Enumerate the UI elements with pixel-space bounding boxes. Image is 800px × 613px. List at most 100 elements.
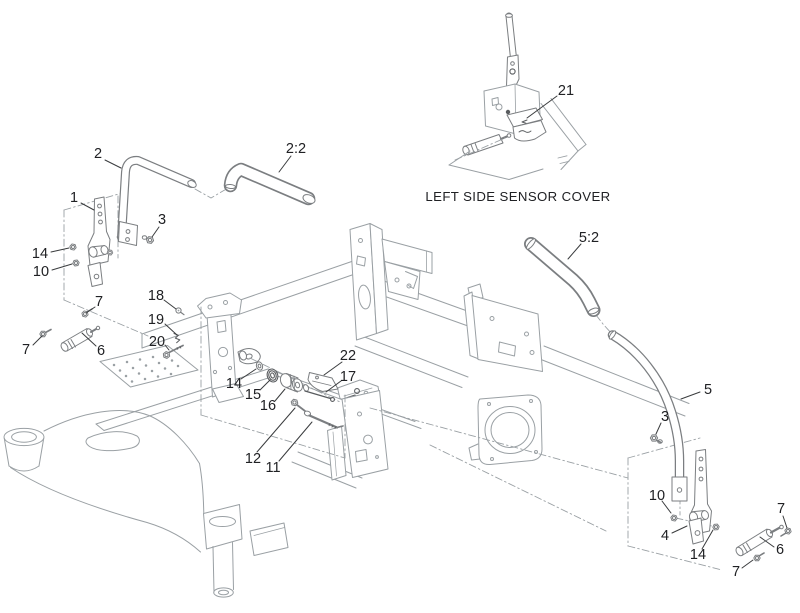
leader-line-10-23 xyxy=(661,500,672,514)
callout-20-9: 20 xyxy=(149,334,165,350)
leader-line-22-15 xyxy=(323,361,343,376)
callout-3-22: 3 xyxy=(661,409,669,425)
callout-7-6: 7 xyxy=(95,294,103,310)
left-lever-assembly xyxy=(39,155,316,352)
right-handle-tube xyxy=(607,330,688,502)
inset-side-panel xyxy=(448,98,587,180)
rod-11 xyxy=(303,410,344,429)
left-grip xyxy=(223,162,316,206)
callout-5:2-20: 5:2 xyxy=(579,230,599,246)
leader-line-20-9 xyxy=(164,344,170,351)
frame-rail-center xyxy=(354,280,471,388)
nut-14-left xyxy=(68,243,78,251)
nut-10-left xyxy=(71,259,81,267)
pin-17 xyxy=(304,390,335,402)
leader-line-10-5 xyxy=(51,263,73,271)
bushing-16 xyxy=(279,373,310,393)
hydro-housing xyxy=(468,394,543,466)
callout-7-26: 7 xyxy=(777,501,785,517)
right-tower-bracket xyxy=(463,283,543,372)
left-tube-bracket xyxy=(118,221,138,246)
nut-10-right xyxy=(669,514,679,522)
callout-1-2: 1 xyxy=(70,190,78,206)
inset-caption: LEFT SIDE SENSOR COVER xyxy=(425,189,610,204)
nut-14-right xyxy=(712,523,720,531)
leader-line-7-6 xyxy=(85,306,96,314)
callout-6-27: 6 xyxy=(776,542,784,558)
washer-14-center xyxy=(255,361,264,371)
callout-4-24: 4 xyxy=(661,528,669,544)
inset-lower-bracket xyxy=(512,120,547,142)
right-lever-plate xyxy=(688,449,712,545)
callout-14-12: 14 xyxy=(226,376,242,392)
callout-16-14: 16 xyxy=(260,398,276,414)
leader-line-6-11 xyxy=(81,332,97,347)
callout-22-15: 22 xyxy=(340,348,356,364)
leader-line-14-12 xyxy=(240,368,257,380)
leader-line-12-17 xyxy=(256,407,296,453)
callout-10-5: 10 xyxy=(33,264,49,280)
screw-18 xyxy=(175,307,185,316)
sensor-cover-inset xyxy=(448,12,587,180)
bolt-7-right-top xyxy=(780,527,793,537)
callout-21-19: 21 xyxy=(558,83,574,99)
leader-line-2-0 xyxy=(104,159,122,169)
callout-2-0: 2 xyxy=(94,146,102,162)
leader-line-14-25 xyxy=(701,529,714,550)
leader-line-7-26 xyxy=(782,515,788,529)
leader-line-7-10 xyxy=(32,335,43,346)
callout-7-28: 7 xyxy=(732,564,740,580)
perforated-foot-plate xyxy=(99,345,199,388)
leader-line-17-16 xyxy=(325,380,342,393)
right-lever-assembly xyxy=(524,237,793,562)
callout-6-11: 6 xyxy=(97,343,105,359)
machine-frame xyxy=(3,223,690,598)
leader-line-3-3 xyxy=(151,226,160,238)
callout-14-4: 14 xyxy=(32,246,48,262)
callout-7-10: 7 xyxy=(22,342,30,358)
inset-damper xyxy=(462,133,512,156)
center-linkage-parts xyxy=(161,307,344,429)
damper-6-right xyxy=(735,524,784,557)
leader-line-5-21 xyxy=(680,391,701,400)
leader-line-18-7 xyxy=(163,299,177,310)
damper-6-left xyxy=(60,325,101,352)
leader-line-3-22 xyxy=(655,422,662,435)
leader-line-5:2-20 xyxy=(567,243,582,260)
callout-5-21: 5 xyxy=(704,382,712,398)
right-console-upright xyxy=(327,379,389,481)
leader-line-15-13 xyxy=(259,379,271,391)
bolt-3-right xyxy=(649,434,663,444)
callout-15-13: 15 xyxy=(245,387,261,403)
leader-line-4-24 xyxy=(671,525,688,534)
leader-line-19-8 xyxy=(164,323,178,336)
leader-line-11-18 xyxy=(278,421,313,462)
leader-line-21-19 xyxy=(526,95,558,119)
leader-line-14-4 xyxy=(50,247,70,253)
leader-line-16-14 xyxy=(274,388,286,402)
bolt-12 xyxy=(289,398,306,412)
right-grip xyxy=(524,237,601,317)
left-tower-bracket xyxy=(349,223,433,341)
callout-19-8: 19 xyxy=(148,312,164,328)
callout-10-23: 10 xyxy=(649,488,665,504)
callout-18-7: 18 xyxy=(148,288,164,304)
inset-lever-handle xyxy=(505,12,520,89)
bolt-20 xyxy=(161,344,184,360)
bolt-3-left xyxy=(141,235,155,245)
callout-14-25: 14 xyxy=(690,547,706,563)
callout-11-18: 11 xyxy=(265,460,280,476)
bolt-7-right-bottom xyxy=(753,552,765,562)
front-frame-casting xyxy=(3,410,289,598)
frame-rail-left xyxy=(141,259,357,349)
callout-17-16: 17 xyxy=(340,369,356,385)
bolt-7-left-bottom xyxy=(39,328,52,338)
cover-22 xyxy=(307,372,339,392)
bearing-15 xyxy=(266,368,279,383)
callout-2:2-1: 2:2 xyxy=(286,141,306,157)
leader-line-2:2-1 xyxy=(278,155,292,173)
leader-line-6-27 xyxy=(759,536,775,548)
